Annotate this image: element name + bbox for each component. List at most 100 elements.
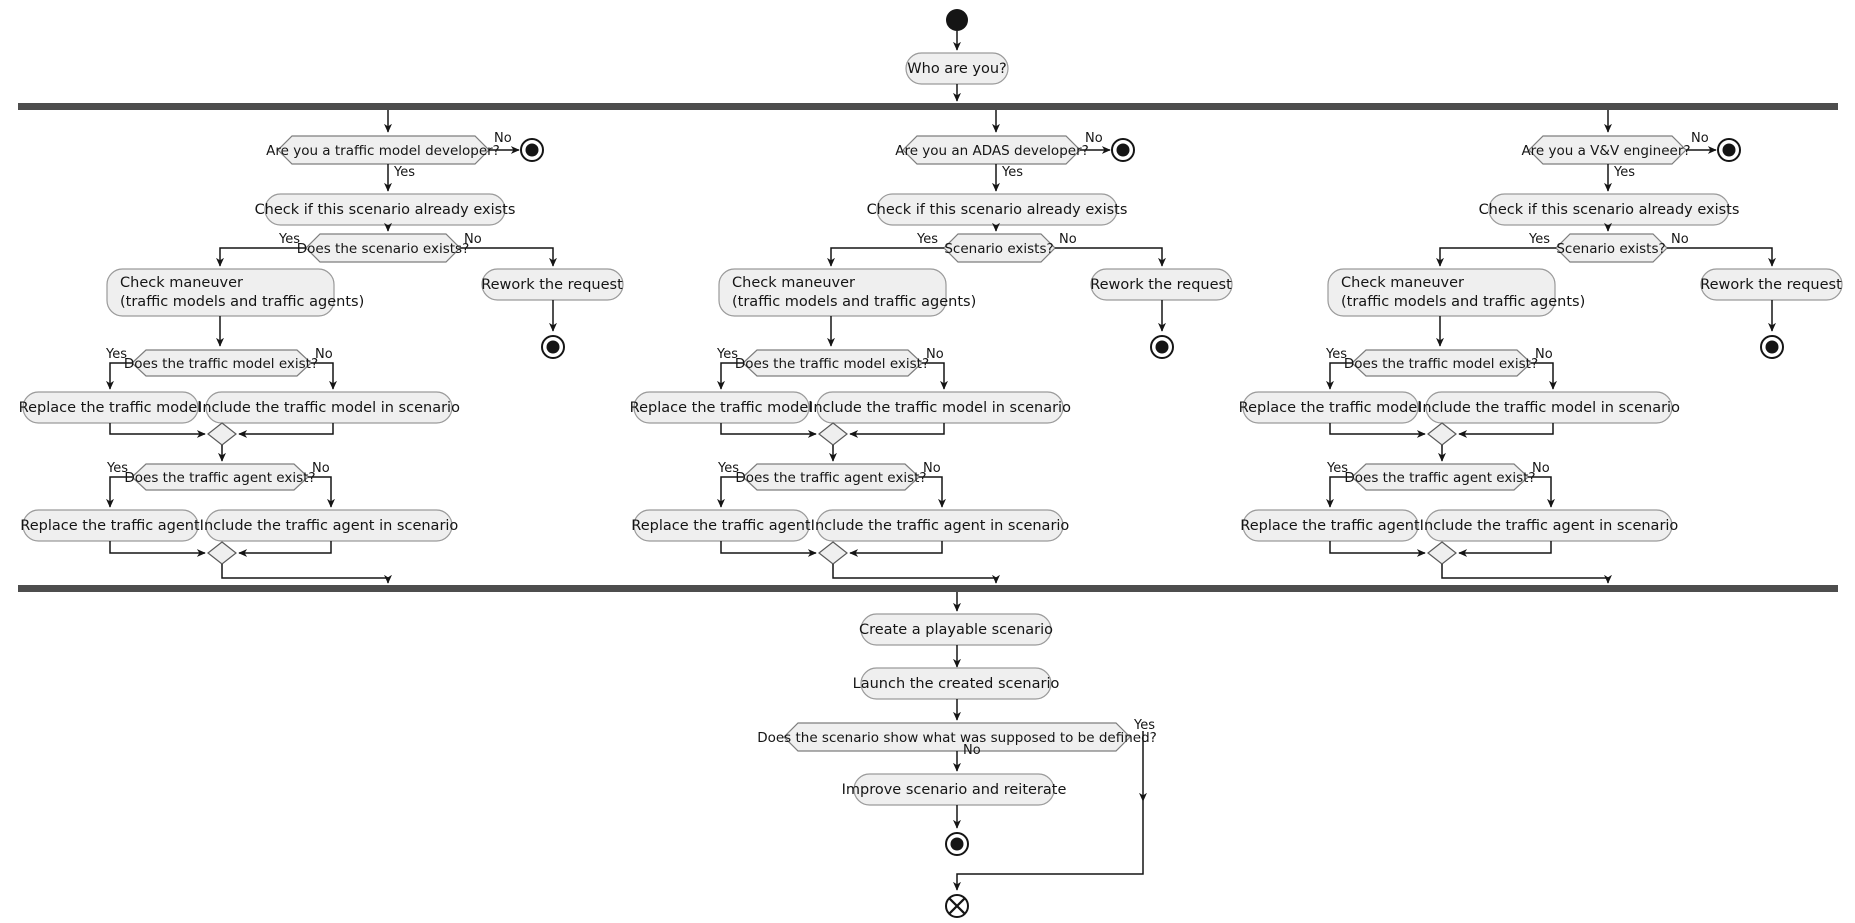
merge-node: [207, 541, 237, 565]
activity-label: Rework the request: [1090, 277, 1232, 293]
activity-launch-created-scenario: Launch the created scenario: [853, 667, 1060, 700]
decision-label: Are you an ADAS developer?: [895, 143, 1089, 159]
activity-label: Check if this scenario already exists: [255, 202, 516, 218]
decision-label: Does the traffic model exist?: [735, 356, 929, 372]
decision-traffic-agent-exists: Does the traffic agent exist?: [735, 463, 927, 491]
decision-label: Does the scenario show what was supposed…: [757, 730, 1157, 746]
activity-label-line1: Check maneuver: [1341, 275, 1464, 291]
guard-no: No: [963, 743, 981, 758]
activity-check-maneuver: Check maneuver (traffic models and traff…: [106, 268, 364, 317]
activity-label: Replace the traffic model: [630, 400, 813, 416]
activity-improve-scenario: Improve scenario and reiterate: [842, 773, 1067, 806]
guard-no: No: [1085, 131, 1103, 146]
activity-label: Include the traffic model in scenario: [198, 400, 460, 416]
merge-node: [818, 541, 848, 565]
activity-label: Replace the traffic agent: [20, 518, 200, 534]
fork-bar: [18, 103, 1838, 110]
activity-label-line2: (traffic models and traffic agents): [1341, 294, 1585, 310]
activity-label: Replace the traffic model: [1239, 400, 1422, 416]
guard-yes: Yes: [916, 232, 938, 247]
decision-label: Does the scenario exists?: [297, 241, 470, 257]
activity-label: Include the traffic model in scenario: [1418, 400, 1680, 416]
guard-no: No: [1059, 232, 1077, 247]
activity-final-dot: [1722, 143, 1736, 157]
activity-label: Replace the traffic agent: [631, 518, 811, 534]
merge-node: [818, 422, 848, 446]
guard-no: No: [1671, 232, 1689, 247]
activity-check-exists: Check if this scenario already exists: [255, 193, 516, 226]
guard-yes: Yes: [1001, 165, 1023, 180]
decision-role: Are you a V&V engineer?: [1521, 135, 1691, 165]
guard-no: No: [1535, 347, 1553, 362]
decision-role: Are you a traffic model developer?: [266, 135, 500, 165]
merge-node: [1427, 422, 1457, 446]
guard-yes: Yes: [105, 347, 127, 362]
activity-label: Check if this scenario already exists: [867, 202, 1128, 218]
branch-traffic-model-developer: Are you a traffic model developer? No Ye…: [19, 110, 624, 584]
branch-vv-engineer: Are you a V&V engineer? No Yes Check if …: [1239, 110, 1843, 584]
activity-label-line1: Check maneuver: [732, 275, 855, 291]
guard-no: No: [312, 461, 330, 476]
activity-include-traffic-agent: Include the traffic agent in scenario: [1420, 509, 1678, 542]
decision-traffic-agent-exists: Does the traffic agent exist?: [124, 463, 316, 491]
decision-label: Does the traffic model exist?: [1344, 356, 1538, 372]
decision-label: Are you a V&V engineer?: [1521, 143, 1690, 159]
join-bar: [18, 585, 1838, 592]
decision-scenario-exists: Scenario exists?: [943, 233, 1056, 263]
activity-label: Replace the traffic agent: [1240, 518, 1420, 534]
activity-replace-traffic-model: Replace the traffic model: [1239, 391, 1422, 424]
activity-replace-traffic-agent: Replace the traffic agent: [1240, 509, 1420, 542]
activity-check-maneuver: Check maneuver (traffic models and traff…: [1327, 268, 1585, 317]
activity-label: Who are you?: [907, 61, 1006, 77]
activity-who-are-you: Who are you?: [905, 52, 1009, 85]
merge-node: [207, 422, 237, 446]
activity-label: Rework the request: [1700, 277, 1842, 293]
activity-check-maneuver: Check maneuver (traffic models and traff…: [718, 268, 976, 317]
decision-traffic-model-exists: Does the traffic model exist?: [735, 349, 929, 377]
activity-label: Replace the traffic model: [19, 400, 202, 416]
activity-replace-traffic-model: Replace the traffic model: [19, 391, 202, 424]
activity-label: Launch the created scenario: [853, 676, 1060, 692]
decision-traffic-agent-exists: Does the traffic agent exist?: [1344, 463, 1536, 491]
guard-yes: Yes: [1528, 232, 1550, 247]
decision-label: Does the traffic model exist?: [124, 356, 318, 372]
guard-yes: Yes: [1326, 461, 1348, 476]
decision-label: Scenario exists?: [944, 241, 1053, 257]
guard-yes: Yes: [393, 165, 415, 180]
activity-final-dot: [546, 340, 560, 354]
activity-create-playable-scenario: Create a playable scenario: [859, 613, 1053, 646]
activity-label: Improve scenario and reiterate: [842, 782, 1067, 798]
guard-yes: Yes: [1325, 347, 1347, 362]
activity-final-dot: [1116, 143, 1130, 157]
flow-final-x-icon: [948, 897, 966, 915]
merge-node: [1427, 541, 1457, 565]
activity-label-line2: (traffic models and traffic agents): [732, 294, 976, 310]
activity-final-dot: [1155, 340, 1169, 354]
activity-include-traffic-agent: Include the traffic agent in scenario: [811, 509, 1069, 542]
activity-label-line1: Check maneuver: [120, 275, 243, 291]
guard-no: No: [1691, 131, 1709, 146]
activity-final-dot: [1765, 340, 1779, 354]
guard-no: No: [926, 347, 944, 362]
decision-label: Does the traffic agent exist?: [1344, 470, 1535, 486]
activity-rework-request: Rework the request: [1090, 268, 1233, 301]
activity-include-traffic-model: Include the traffic model in scenario: [809, 391, 1071, 424]
guard-no: No: [1532, 461, 1550, 476]
decision-label: Scenario exists?: [1556, 241, 1665, 257]
decision-scenario-verification: Does the scenario show what was supposed…: [757, 722, 1157, 752]
activity-label: Include the traffic agent in scenario: [200, 518, 459, 534]
activity-final-dot: [950, 837, 964, 851]
decision-traffic-model-exists: Does the traffic model exist?: [1344, 349, 1538, 377]
guard-yes: Yes: [278, 232, 300, 247]
decision-role: Are you an ADAS developer?: [895, 135, 1089, 165]
activity-replace-traffic-agent: Replace the traffic agent: [20, 509, 200, 542]
guard-yes: Yes: [716, 347, 738, 362]
start-node: [946, 9, 968, 31]
decision-label: Are you a traffic model developer?: [266, 143, 500, 159]
activity-label-line2: (traffic models and traffic agents): [120, 294, 364, 310]
decision-label: Does the traffic agent exist?: [124, 470, 315, 486]
activity-check-exists: Check if this scenario already exists: [1479, 193, 1739, 226]
activity-include-traffic-agent: Include the traffic agent in scenario: [200, 509, 459, 542]
activity-replace-traffic-model: Replace the traffic model: [630, 391, 813, 424]
guard-yes: Yes: [106, 461, 128, 476]
